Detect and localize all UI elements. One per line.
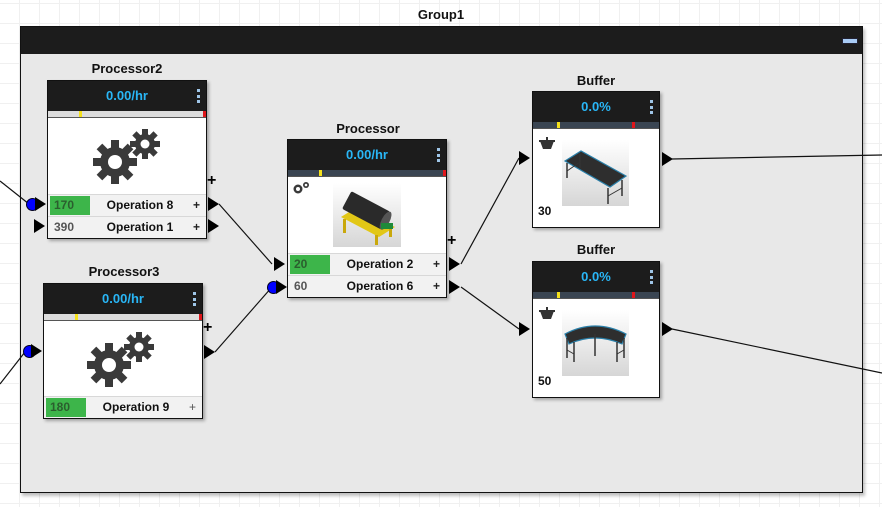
add-connection-icon[interactable]: + [447, 232, 457, 249]
add-connection-icon[interactable]: + [207, 172, 217, 189]
processor2-node[interactable]: 0.00/hr [47, 80, 207, 239]
add-icon[interactable]: + [192, 220, 200, 234]
node-title-buffer: Buffer [576, 242, 616, 257]
node-title-processor2: Processor2 [91, 61, 163, 76]
buffer-node[interactable]: 0.0% 50 [532, 261, 660, 398]
curved-conveyor-image [562, 310, 629, 376]
throughput-rate: 0.00/hr [346, 147, 388, 162]
node-image-area: 30 [533, 129, 659, 226]
kebab-menu-icon[interactable] [650, 270, 653, 284]
drum-separator-machine-image [333, 183, 401, 247]
output-arrow-icon[interactable] [662, 322, 673, 336]
throughput-rate: 0.00/hr [102, 291, 144, 306]
warning-marker [79, 111, 82, 117]
operation-name: Operation 1 [106, 220, 174, 234]
status-bar [48, 111, 206, 118]
operation-name: Operation 2 [346, 257, 414, 271]
gears-icon [293, 182, 309, 194]
warning-marker [319, 170, 322, 176]
buffer-capacity: 50 [538, 374, 552, 388]
group-title: Group1 [417, 7, 465, 22]
limit-marker [632, 122, 635, 128]
warning-marker [75, 314, 78, 320]
kebab-menu-icon[interactable] [197, 89, 200, 103]
node-title-processor: Processor [336, 121, 400, 136]
node-title-buffer: Buffer [576, 73, 616, 88]
output-arrow-icon[interactable] [208, 197, 219, 211]
status-bar [288, 170, 446, 177]
input-arrow-icon[interactable] [519, 322, 530, 336]
add-connection-icon[interactable]: + [203, 319, 213, 336]
node-image-area [48, 118, 206, 194]
gears-icon [93, 129, 160, 184]
gears-icon [87, 332, 154, 387]
kebab-menu-icon[interactable] [193, 292, 196, 306]
operation-count: 60 [294, 279, 308, 293]
input-arrow-icon[interactable] [519, 151, 530, 165]
add-icon[interactable]: + [188, 400, 196, 414]
operation-row[interactable]: 20 Operation 2 + [288, 253, 446, 275]
operation-count: 180 [46, 398, 86, 417]
processor-node[interactable]: 0.00/hr [287, 139, 447, 298]
bucket-icon [539, 307, 555, 319]
node-image-area [44, 321, 202, 396]
status-bar [44, 314, 202, 321]
throughput-rate: 0.00/hr [106, 88, 148, 103]
output-arrow-icon[interactable] [208, 219, 219, 233]
node-image-area: 50 [533, 299, 659, 396]
processor3-node[interactable]: 0.00/hr [43, 283, 203, 419]
add-icon[interactable]: + [192, 198, 200, 212]
output-arrow-icon[interactable] [204, 345, 215, 359]
node-header: 0.0% [533, 262, 659, 292]
input-arrow-icon[interactable] [34, 219, 45, 233]
buffer-capacity: 30 [538, 204, 552, 218]
status-bar [533, 292, 659, 299]
operation-row[interactable]: 390 Operation 1 + [48, 216, 206, 238]
operation-count: 20 [290, 255, 330, 274]
operation-row[interactable]: 180 Operation 9 + [44, 396, 202, 418]
node-title-processor3: Processor3 [88, 264, 160, 279]
status-bar [533, 122, 659, 129]
operation-count: 390 [54, 220, 75, 234]
node-image-area [288, 177, 446, 253]
limit-marker [199, 314, 202, 320]
operation-count: 170 [50, 196, 90, 215]
kebab-menu-icon[interactable] [650, 100, 653, 114]
output-arrow-icon[interactable] [449, 257, 460, 271]
add-icon[interactable]: + [432, 279, 440, 293]
kebab-menu-icon[interactable] [437, 148, 440, 162]
fill-level: 0.0% [581, 269, 611, 284]
node-header: 0.00/hr [48, 81, 206, 111]
operation-name: Operation 6 [346, 279, 414, 293]
operation-row[interactable]: 170 Operation 8 + [48, 194, 206, 216]
straight-conveyor-image [562, 140, 629, 206]
output-arrow-icon[interactable] [449, 280, 460, 294]
operation-name: Operation 9 [102, 400, 170, 414]
input-arrow-icon[interactable] [31, 344, 42, 358]
fill-level: 0.0% [581, 99, 611, 114]
input-arrow-icon[interactable] [274, 257, 285, 271]
add-icon[interactable]: + [432, 257, 440, 271]
input-arrow-icon[interactable] [35, 197, 46, 211]
warning-marker [557, 122, 560, 128]
limit-marker [443, 170, 446, 176]
node-header: 0.00/hr [288, 140, 446, 170]
node-header: 0.00/hr [44, 284, 202, 314]
bucket-icon [539, 137, 555, 149]
limit-marker [632, 292, 635, 298]
limit-marker [203, 111, 206, 117]
node-header: 0.0% [533, 92, 659, 122]
input-arrow-icon[interactable] [276, 280, 287, 294]
operation-name: Operation 8 [106, 198, 174, 212]
minimize-icon[interactable] [842, 38, 858, 44]
group-header[interactable] [21, 27, 862, 54]
buffer-node[interactable]: 0.0% 30 [532, 91, 660, 228]
output-arrow-icon[interactable] [662, 152, 673, 166]
operation-row[interactable]: 60 Operation 6 + [288, 275, 446, 297]
warning-marker [557, 292, 560, 298]
